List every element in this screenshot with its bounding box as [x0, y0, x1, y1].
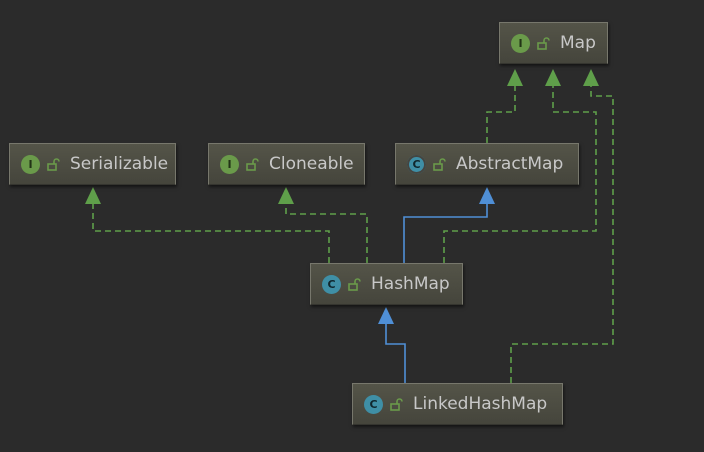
node-label: Map — [560, 33, 596, 53]
class-badge-icon: C — [364, 394, 383, 414]
class-badge-icon: C — [322, 274, 341, 294]
node-label: AbstractMap — [456, 154, 564, 174]
unlocked-padlock-icon — [348, 278, 361, 291]
arrowhead-hashmap-to-cloneable — [278, 187, 294, 204]
node-abstractmap[interactable]: C AbstractMap — [395, 143, 579, 185]
node-map[interactable]: I Map — [499, 22, 608, 64]
node-label: HashMap — [371, 274, 450, 294]
edge-abstractmap-to-map — [486, 86, 516, 143]
arrowhead-abstractmap-to-map — [507, 69, 523, 86]
arrowhead-linkedhashmap-to-map — [583, 69, 599, 86]
edge-hashmap-to-map — [443, 86, 597, 263]
interface-badge-icon: I — [21, 154, 40, 174]
node-linkedhashmap[interactable]: C LinkedHashMap — [352, 383, 563, 425]
abstract-class-badge-icon: C — [407, 154, 426, 174]
edge-linkedhashmap-to-map — [510, 86, 614, 383]
interface-badge-icon: I — [220, 154, 239, 174]
edge-hashmap-to-serializable — [92, 204, 330, 263]
node-cloneable[interactable]: I Cloneable — [208, 143, 365, 185]
node-hashmap[interactable]: C HashMap — [310, 263, 463, 305]
edge-hashmap-to-cloneable — [285, 204, 368, 263]
arrowhead-hashmap-to-map — [545, 69, 561, 86]
node-label: LinkedHashMap — [413, 394, 548, 414]
arrowhead-linkedhashmap-to-hashmap — [378, 307, 394, 324]
unlocked-padlock-icon — [47, 158, 60, 171]
unlocked-padlock-icon — [537, 37, 550, 50]
arrowhead-hashmap-to-serializable — [85, 187, 101, 204]
edge-hashmap-to-abstractmap — [403, 204, 488, 263]
node-serializable[interactable]: I Serializable — [9, 143, 176, 185]
unlocked-padlock-icon — [433, 158, 446, 171]
edges-layer — [85, 69, 614, 383]
interface-badge-icon: I — [511, 33, 530, 53]
edge-linkedhashmap-to-hashmap — [385, 324, 406, 383]
node-label: Cloneable — [269, 154, 354, 174]
arrowhead-hashmap-to-abstractmap — [479, 187, 495, 204]
unlocked-padlock-icon — [246, 158, 259, 171]
node-label: Serializable — [70, 154, 169, 174]
unlocked-padlock-icon — [390, 398, 403, 411]
